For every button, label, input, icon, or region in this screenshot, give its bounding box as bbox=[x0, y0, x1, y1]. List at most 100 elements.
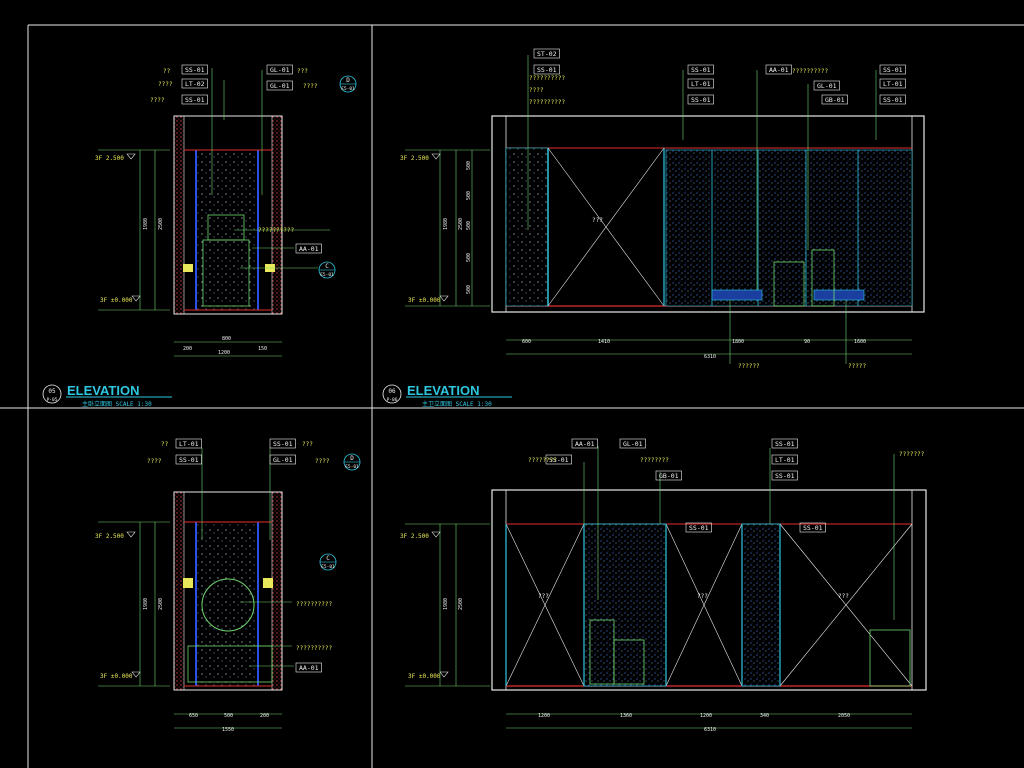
dimension-text: 200 bbox=[183, 346, 192, 352]
level-marker-icon bbox=[431, 531, 441, 538]
material-tag: SS-01 bbox=[549, 456, 569, 464]
annotation-text-layer: SS-01LT-02SS-01GL-01GL-01???????????????… bbox=[42, 48, 925, 733]
annotation-text: ???? bbox=[158, 81, 173, 88]
elevation-subtitle: 主卧立面图 SCALE 1:30 bbox=[82, 400, 152, 408]
material-tag-box bbox=[771, 438, 798, 449]
material-tag-box bbox=[799, 522, 826, 533]
elevation-number-circle bbox=[382, 384, 402, 404]
material-tag: SS-01 bbox=[775, 472, 795, 480]
dimension-text: 500 bbox=[466, 253, 472, 262]
dimension-text: 2500 bbox=[158, 598, 164, 610]
material-tag-box bbox=[269, 454, 296, 465]
material-tag: ST-02 bbox=[537, 50, 557, 58]
material-tag-box bbox=[181, 64, 208, 75]
callout-letter: C bbox=[326, 555, 330, 562]
material-tag: GL-01 bbox=[273, 456, 293, 464]
material-tag: SS-01 bbox=[883, 66, 903, 74]
annotation-text: ?????? bbox=[738, 363, 760, 370]
annotation-text: ??????? bbox=[899, 451, 925, 458]
callout-sheet: E5-01 bbox=[320, 272, 334, 278]
material-tag-box bbox=[619, 438, 646, 449]
material-tag-box bbox=[687, 94, 714, 105]
level-label: 3F 2.500 bbox=[400, 533, 429, 540]
material-tag-box bbox=[266, 80, 293, 91]
dimension-text: 1980 bbox=[143, 598, 149, 610]
material-tag-box bbox=[181, 94, 208, 105]
dimension-text: 6310 bbox=[704, 727, 716, 733]
dimension-text: 500 bbox=[466, 191, 472, 200]
annotation-text: ???? bbox=[150, 97, 165, 104]
annotation-text: ??? bbox=[697, 593, 708, 600]
annotation-text: ?????????? bbox=[529, 99, 566, 106]
material-tag: SS-01 bbox=[883, 96, 903, 104]
annotation-text: ???? bbox=[529, 87, 544, 94]
material-tag: SS-01 bbox=[185, 96, 205, 104]
dimension-text: 2500 bbox=[458, 218, 464, 230]
callout-sheet: E5-01 bbox=[345, 464, 359, 470]
annotation-text: ?????????? bbox=[296, 601, 333, 608]
dimension-text: 2500 bbox=[158, 218, 164, 230]
material-tag-box bbox=[181, 78, 208, 89]
level-label: 3F 2.500 bbox=[95, 155, 124, 162]
dimension-text: 200 bbox=[260, 713, 269, 719]
dimension-text: 1200 bbox=[218, 350, 230, 356]
material-tag: SS-01 bbox=[691, 96, 711, 104]
material-tag-box bbox=[879, 78, 906, 89]
material-tag-box bbox=[813, 80, 840, 91]
elevation-06 bbox=[405, 55, 925, 364]
level-marker-icon bbox=[126, 531, 136, 538]
elevation-number: 06 bbox=[388, 388, 396, 395]
material-tag: SS-01 bbox=[537, 66, 557, 74]
dimension-text: 340 bbox=[760, 713, 769, 719]
material-tag: GB-01 bbox=[659, 472, 679, 480]
level-label: 3F ±0.000 bbox=[100, 673, 133, 680]
material-tag-box bbox=[545, 454, 572, 465]
material-tag: GB-01 bbox=[825, 96, 845, 104]
material-tag: GL-01 bbox=[817, 82, 837, 90]
level-marker-icon bbox=[126, 153, 136, 160]
material-tag: LT-01 bbox=[179, 440, 199, 448]
dimension-text: 2050 bbox=[838, 713, 850, 719]
dimension-text: 1980 bbox=[443, 218, 449, 230]
callout-sheet: E5-01 bbox=[341, 86, 355, 92]
annotation-text: ??? bbox=[302, 441, 313, 448]
material-tag: GL-01 bbox=[270, 82, 290, 90]
dimension-text: 90 bbox=[804, 339, 810, 345]
dimension-text: 500 bbox=[466, 161, 472, 170]
level-marker-icon bbox=[131, 671, 141, 678]
material-tag: SS-01 bbox=[179, 456, 199, 464]
material-tag: AA-01 bbox=[299, 245, 319, 253]
material-tag-box bbox=[771, 470, 798, 481]
annotation-text: ???????? bbox=[640, 457, 669, 464]
elevation-subtitle: 主卫立面图 SCALE 1:30 bbox=[422, 400, 492, 408]
callout-letter: D bbox=[350, 455, 354, 462]
annotation-text: ??? bbox=[297, 68, 308, 75]
annotation-text: ????? bbox=[848, 363, 866, 370]
level-label: 3F 2.500 bbox=[400, 155, 429, 162]
callout-letter: C bbox=[325, 263, 329, 270]
dimension-text: 500 bbox=[466, 285, 472, 294]
dimension-text: 1980 bbox=[143, 218, 149, 230]
level-marker-icon bbox=[439, 295, 449, 302]
material-tag-box bbox=[687, 78, 714, 89]
dimension-text: 500 bbox=[466, 221, 472, 230]
level-label: 3F ±0.000 bbox=[408, 673, 441, 680]
material-tag: SS-01 bbox=[689, 524, 709, 532]
annotation-text: ??? bbox=[538, 593, 549, 600]
annotation-text: ?????????? bbox=[258, 227, 295, 234]
dimension-text: 150 bbox=[258, 346, 267, 352]
material-tag-box bbox=[655, 470, 682, 481]
material-tag-box bbox=[266, 64, 293, 75]
material-tag-box bbox=[269, 438, 296, 449]
dimension-text: 600 bbox=[522, 339, 531, 345]
dimension-text: 1200 bbox=[538, 713, 550, 719]
dimension-text: 1600 bbox=[854, 339, 866, 345]
dimension-text: 2500 bbox=[458, 598, 464, 610]
elevation-sheet: P-05 bbox=[47, 397, 58, 403]
material-tag-box bbox=[765, 64, 792, 75]
elevation-07 bbox=[98, 448, 294, 729]
material-tag: AA-01 bbox=[299, 664, 319, 672]
level-label: 3F ±0.000 bbox=[100, 297, 133, 304]
level-label: 3F 2.500 bbox=[95, 533, 124, 540]
